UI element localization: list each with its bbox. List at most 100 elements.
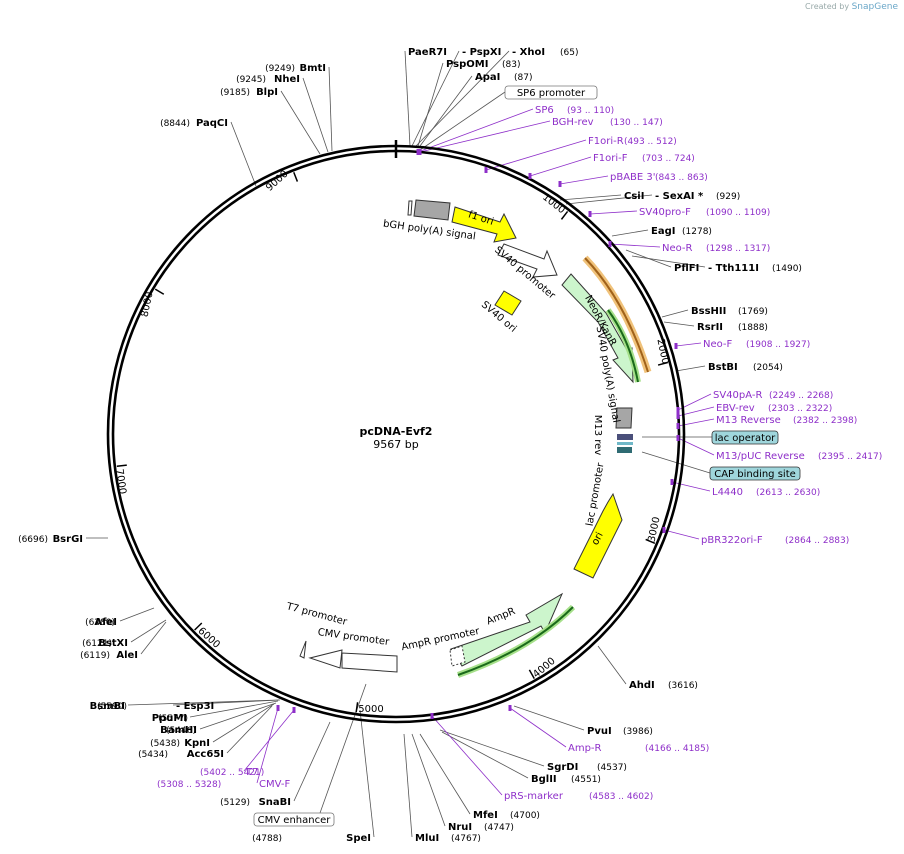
- enzyme-pos-paqci: (8844): [160, 119, 190, 129]
- primer-amp-r: Amp-R: [568, 743, 602, 754]
- primer-tick: [416, 149, 420, 155]
- primer-neo-r: Neo-R: [662, 243, 693, 254]
- tick-label-2000: 2000: [654, 338, 670, 365]
- leader-line: [419, 91, 506, 151]
- primer-pos-f1ori-f: (703 .. 724): [642, 154, 695, 164]
- enzyme-mlui: MluI: [415, 833, 439, 844]
- tick-mark: [528, 669, 535, 679]
- leader-line: [559, 194, 622, 201]
- m13-rev-box: [617, 442, 633, 445]
- enzyme-spei: SpeI: [346, 833, 371, 844]
- enzyme-sexai: - SexAI *: [655, 191, 704, 202]
- ori-arrow: [573, 492, 623, 579]
- enzyme-ahdi: AhdI: [629, 680, 655, 691]
- cmv-promoter-arrow: [308, 649, 343, 669]
- sv40-polya-box: [615, 407, 633, 429]
- bgh-polya-box: [413, 199, 451, 221]
- leader-line: [671, 481, 711, 492]
- primer-pos-sp6: (93 .. 110): [567, 106, 614, 116]
- primer-f1ori-f: F1ori-F: [593, 153, 628, 164]
- leader-line: [411, 50, 460, 147]
- feature-label-cmv-promoter: CMV promoter: [317, 627, 391, 648]
- leader-line: [641, 451, 711, 474]
- primer-ebv-rev: EBV-rev: [716, 403, 755, 414]
- primer-tick: [588, 211, 592, 217]
- boxed-cap-binding-site-frame: [709, 466, 801, 481]
- enzyme-pos-kpni: (5438): [150, 739, 180, 749]
- enzyme-eagi: EagI: [651, 226, 675, 237]
- primer-tick: [674, 343, 678, 349]
- enzyme-pos-afei: (6280): [85, 618, 115, 628]
- enzyme-tth111i: - Tth111I: [708, 263, 759, 274]
- primer-pos-prs-marker: (4583 .. 4602): [589, 792, 653, 802]
- leader-line: [130, 619, 167, 643]
- enzyme-pos-bglii: (4551): [571, 775, 601, 785]
- enzyme-alei: AleI: [116, 650, 138, 661]
- enzyme-csii: CsiI: [624, 191, 644, 202]
- primer-pos-pbr322ori-f: (2864 .. 2883): [785, 536, 849, 546]
- enzyme-pos-xhoi: (65): [560, 48, 578, 58]
- enzyme-nrui: NruI: [448, 822, 472, 833]
- tick-mark: [560, 210, 569, 220]
- enzyme-blpi: BlpI: [256, 87, 278, 98]
- primer-tick: [670, 479, 674, 485]
- leader-line: [328, 66, 333, 152]
- leader-line: [419, 75, 473, 147]
- leader-line: [675, 342, 702, 347]
- cmv-enhancer-body: [341, 652, 398, 673]
- primer-sv40pro-f: SV40pro-F: [639, 207, 691, 218]
- neo-primer-arc: [584, 257, 649, 373]
- leader-line: [419, 733, 471, 815]
- leader-line: [119, 607, 155, 622]
- primer-tick: [418, 149, 422, 155]
- enzyme-bsshii: BssHII: [691, 306, 726, 317]
- primer-tick: [484, 167, 488, 173]
- leader-line: [417, 108, 534, 153]
- primer-pbabe-3: pBABE 3': [610, 172, 656, 183]
- enzyme-pos-tth111i: (1490): [772, 264, 802, 274]
- leader-line: [226, 705, 273, 754]
- primer-pos-ebv-rev: (2303 .. 2322): [768, 404, 832, 414]
- primer-m13-reverse: M13 Reverse: [716, 415, 781, 426]
- primer-pos-neo-r: (1298 .. 1317): [706, 244, 770, 254]
- leader-line: [359, 709, 375, 838]
- tick-mark: [194, 622, 203, 631]
- enzyme-pos-ppumi: (5577): [158, 714, 188, 724]
- tick-mark: [116, 464, 127, 468]
- enzyme-pos-nrui: (4747): [484, 823, 514, 833]
- enzyme-pos-snabi: (5129): [220, 798, 250, 808]
- enzyme-pflfi: PflFI: [674, 263, 699, 274]
- enzyme-pos-bstxi: (6121): [82, 639, 112, 649]
- primer-tick: [676, 413, 680, 419]
- leader-line: [403, 733, 413, 838]
- enzyme-pos-apai: (87): [514, 73, 532, 83]
- snapgene-logo: SnapGene: [851, 2, 898, 12]
- plasmid-title: pcDNA-Evf2 9567 bp: [360, 425, 433, 451]
- leader-line: [661, 309, 689, 318]
- leader-line: [609, 243, 661, 248]
- tick-label-3000: 3000: [647, 516, 663, 543]
- tick-label-8000: 8000: [140, 291, 156, 318]
- feature-arrows: [299, 199, 652, 678]
- enzyme-pos-bsrgi: (6696): [18, 535, 48, 545]
- enzyme-paqci: PaqCI: [196, 118, 228, 129]
- leader-line: [417, 62, 444, 147]
- tick-mark: [657, 361, 668, 366]
- leader-line: [280, 90, 321, 155]
- primer-tick: [430, 713, 434, 719]
- enzyme-pos-blpi: (9185): [220, 88, 250, 98]
- leader-line: [302, 77, 329, 153]
- leader-line: [559, 175, 609, 185]
- enzyme-nhei: NheI: [274, 74, 300, 85]
- enzyme-pspxi: - PspXI: [462, 47, 501, 58]
- leader-line: [404, 50, 411, 147]
- enzyme-pvui: PvuI: [587, 726, 612, 737]
- enzyme-pos-mlui: (4767): [451, 834, 481, 844]
- snapgene-credit: Created by SnapGene: [805, 2, 898, 12]
- leader-line: [631, 255, 706, 268]
- boxed-cap-binding-site-label: CAP binding site: [714, 469, 796, 480]
- primer-pos-t7: (5402 .. 5421): [200, 768, 264, 778]
- enzyme-pos-pvui: (3986): [623, 727, 653, 737]
- bgh-small-box: [407, 200, 413, 216]
